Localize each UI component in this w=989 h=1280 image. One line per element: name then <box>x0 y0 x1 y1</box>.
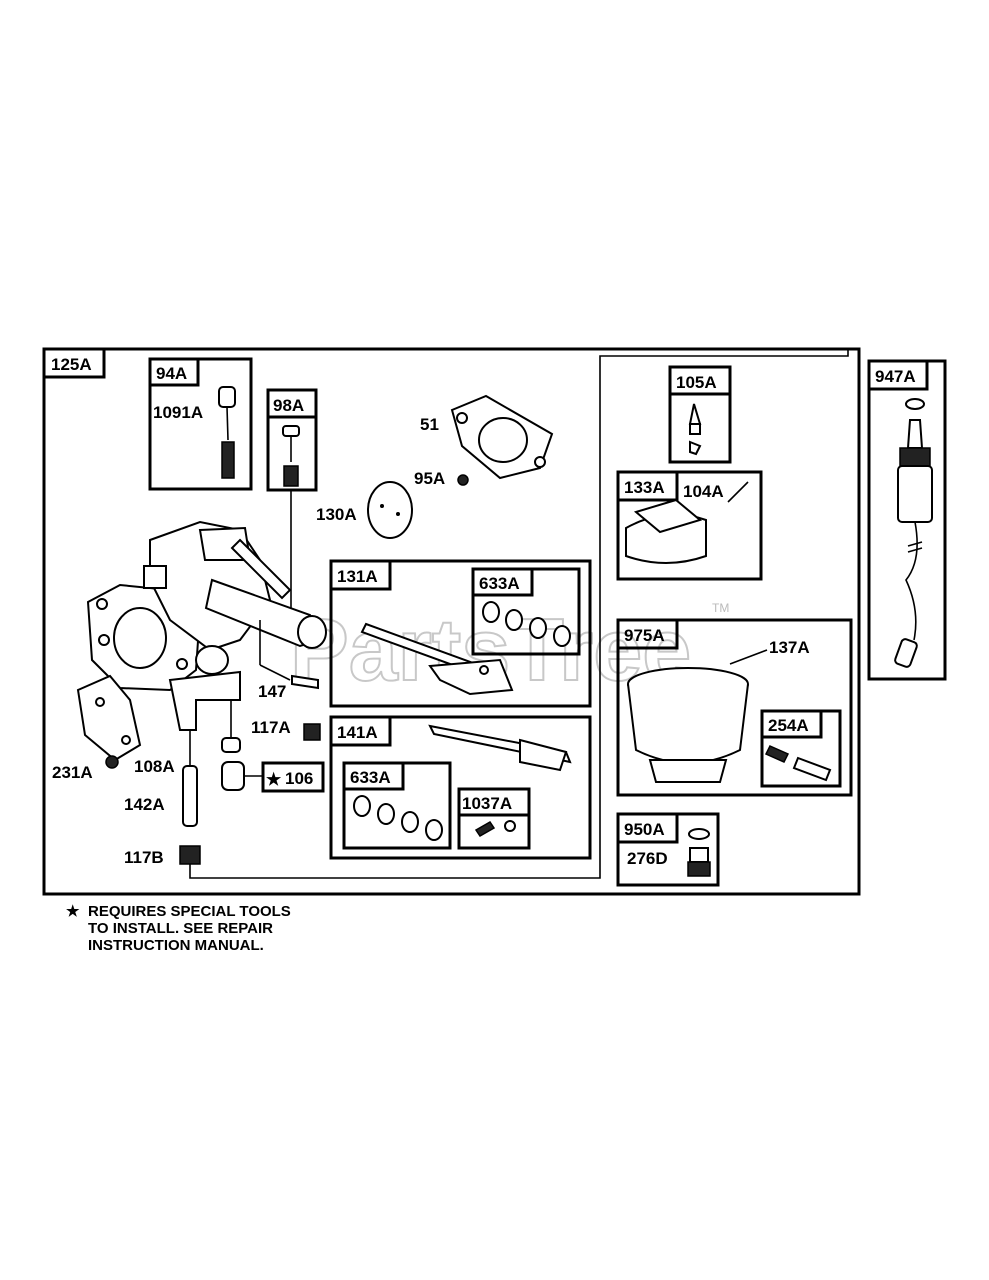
label-box-633A-bottom <box>342 761 405 791</box>
frame-133A <box>616 470 763 581</box>
label-105A: 105A <box>676 373 717 392</box>
frame-131A <box>329 559 592 708</box>
seals-633A-top-drawing <box>482 601 571 647</box>
note-line-3: INSTRUCTION MANUAL. <box>88 937 264 954</box>
seals-633A-bottom-drawing <box>353 795 443 841</box>
label-box-141A <box>329 715 392 747</box>
gasket-51-drawing <box>450 394 554 480</box>
float-bowl-975A-drawing <box>627 667 749 783</box>
label-box-1037A <box>457 787 531 817</box>
note-star: ★ <box>66 903 80 920</box>
plate-108A-drawing <box>76 674 142 762</box>
spring-1037A-drawing <box>474 820 516 837</box>
screw-231A-drawing <box>105 755 119 769</box>
note-line-1: REQUIRES SPECIAL TOOLS <box>88 903 291 920</box>
fuel-solenoid-947A-drawing <box>894 398 933 668</box>
label-131A: 131A <box>337 567 378 586</box>
label-633A-top: 633A <box>479 574 520 593</box>
note-line-2: TO INSTALL. SEE REPAIR <box>88 920 273 937</box>
screw-spring-drawing <box>282 425 300 487</box>
label-1091A: 1091A <box>153 403 203 422</box>
frame-141A <box>329 715 592 860</box>
label-254A: 254A <box>768 716 809 735</box>
needle-105A-drawing <box>688 403 702 456</box>
watermark-tm: TM <box>712 601 729 615</box>
carburetor-body-drawing <box>86 520 327 731</box>
label-box-947A <box>867 359 929 391</box>
label-box-975A <box>616 618 679 650</box>
label-94A: 94A <box>156 364 187 383</box>
label-975A: 975A <box>624 626 665 645</box>
frame-94A <box>148 357 253 491</box>
frame-106 <box>261 761 325 793</box>
bolt-950A-drawing <box>687 828 711 877</box>
star-106-symbol: ★ <box>266 770 282 789</box>
label-box-131A <box>329 559 392 591</box>
float-133A-drawing <box>625 498 707 564</box>
label-box-94A <box>148 357 200 387</box>
label-950A: 950A <box>624 820 665 839</box>
choke-assembly-drawing <box>218 386 236 479</box>
label-141A: 141A <box>337 723 378 742</box>
frame-125A <box>42 347 861 896</box>
frame-975A <box>616 618 853 797</box>
label-147: 147 <box>258 682 286 701</box>
label-276D: 276D <box>627 849 668 868</box>
jet-117B-drawing <box>179 845 201 865</box>
label-117A: 117A <box>251 718 291 737</box>
jet-117A-drawing <box>303 723 321 741</box>
label-133A: 133A <box>624 478 665 497</box>
label-117B: 117B <box>124 848 164 867</box>
leader-137A <box>729 649 768 665</box>
throttle-plate-130A-drawing <box>367 481 413 539</box>
label-231A: 231A <box>52 763 93 782</box>
needle-seat-drawing <box>221 761 245 791</box>
label-box-125A <box>42 347 106 379</box>
screw-95A-drawing <box>457 474 469 486</box>
label-947A: 947A <box>875 367 916 386</box>
label-box-105A <box>668 365 732 396</box>
choke-shaft-drawing <box>428 724 572 772</box>
leader-147b <box>259 664 291 681</box>
label-1037A: 1037A <box>462 794 512 813</box>
throttle-shaft-drawing <box>360 622 514 696</box>
nozzle-142A-drawing <box>182 765 198 827</box>
label-142A: 142A <box>124 795 165 814</box>
label-box-254A <box>760 709 823 739</box>
label-95A: 95A <box>414 469 445 488</box>
label-51: 51 <box>420 415 439 434</box>
label-125A: 125A <box>51 355 92 374</box>
label-108A: 108A <box>134 757 175 776</box>
label-633A-bottom: 633A <box>350 768 391 787</box>
pin-104A-drawing <box>727 481 749 503</box>
label-box-133A <box>616 470 679 502</box>
label-130A: 130A <box>316 505 357 524</box>
label-box-950A <box>616 812 679 844</box>
leader-117B-bracket <box>189 350 849 879</box>
label-106: 106 <box>285 769 313 788</box>
label-137A: 137A <box>769 638 810 657</box>
screw-147-drawing <box>291 674 319 690</box>
label-104A: 104A <box>683 482 724 501</box>
label-box-98A <box>266 388 318 419</box>
label-98A: 98A <box>273 396 304 415</box>
screw-spring-254A-drawing <box>764 745 832 782</box>
label-box-633A-top <box>471 567 534 597</box>
washer-drawing <box>221 737 241 753</box>
